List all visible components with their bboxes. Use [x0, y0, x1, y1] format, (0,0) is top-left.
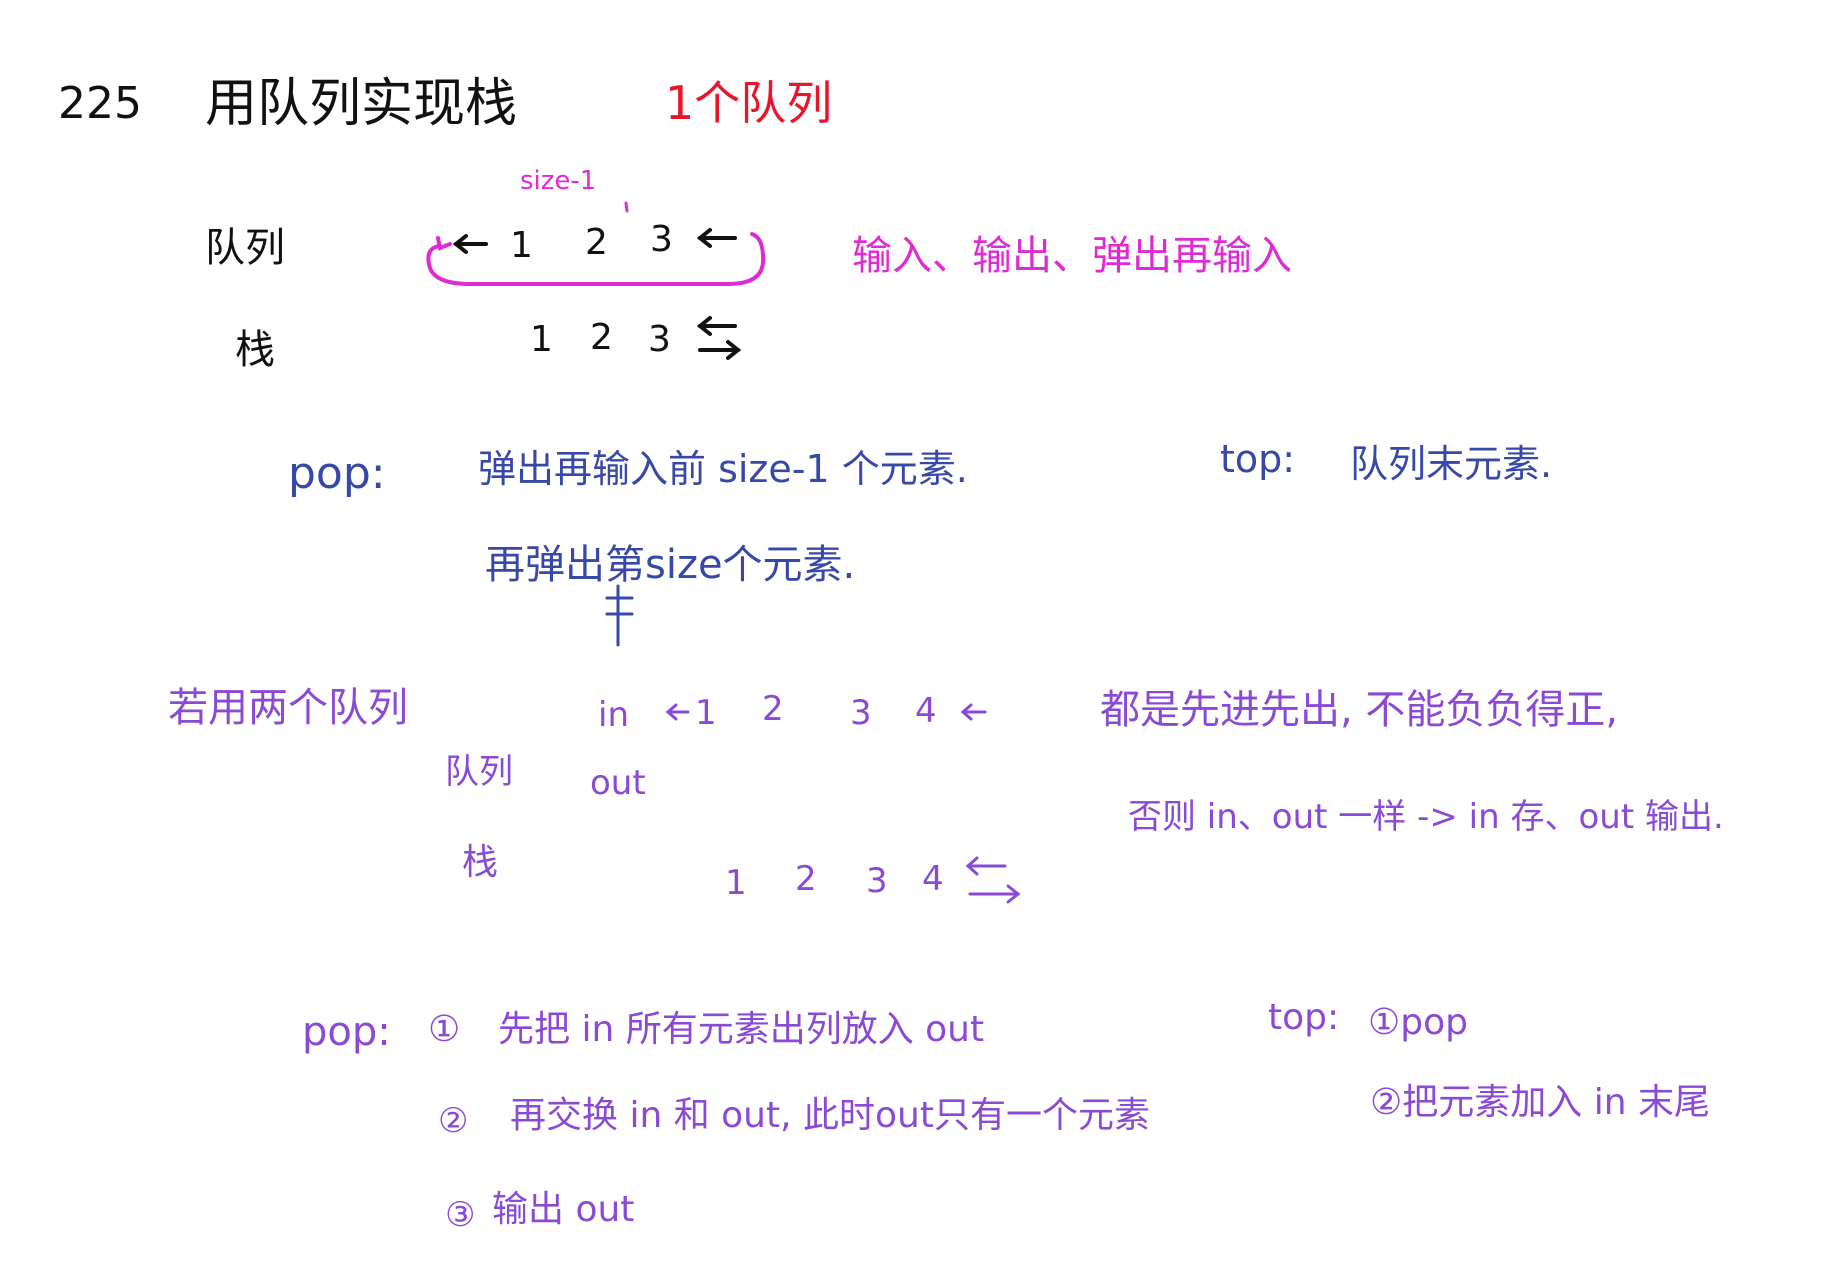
top-text: 队列末元素.	[1350, 442, 1553, 486]
queue-label: 队列	[205, 225, 285, 271]
queue-value: 2	[585, 222, 608, 263]
step-text: 先把 in 所有元素出列放入 out	[498, 1009, 985, 1050]
out-label: out	[590, 763, 646, 803]
step-number: ②	[438, 1101, 469, 1141]
two-note-line-2: 否则 in、out 一样 -> in 存、out 输出.	[1128, 797, 1724, 837]
cycle-bracket-arrowhead	[436, 236, 452, 251]
two-top-line-1: ①pop	[1368, 1002, 1469, 1043]
stack-value: 2	[590, 317, 613, 358]
two-top-label: top:	[1268, 997, 1340, 1038]
stack-label: 栈	[235, 327, 275, 373]
queue-value: 3	[650, 219, 673, 260]
stack-value: 1	[530, 319, 553, 360]
in-value: 1	[695, 693, 717, 733]
queue-value: 1	[510, 225, 533, 266]
queue-out-arrow	[452, 234, 488, 254]
stack-value: 3	[866, 861, 888, 901]
size-tick-mark	[624, 201, 629, 213]
two-top-line-2: ②把元素加入 in 末尾	[1370, 1082, 1710, 1123]
two-queue-intro: 若用两个队列	[168, 685, 408, 731]
stack-push-pop-arrow	[696, 316, 742, 360]
cycle-bracket	[426, 232, 766, 286]
pop-line-1: 弹出再输入前 size-1 个元素.	[478, 447, 968, 491]
stack-value: 3	[648, 319, 671, 360]
size-note: size-1	[520, 166, 597, 196]
in-out-arrow	[665, 703, 690, 721]
page-title: 用队列实现栈	[205, 74, 518, 134]
insertion-mark	[605, 584, 634, 647]
in-value: 2	[762, 689, 784, 729]
cycle-note: 输入、输出、弹出再输入	[852, 233, 1292, 279]
problem-number: 225	[58, 78, 142, 129]
two-stack-push-pop-arrow	[965, 856, 1021, 904]
page-subtitle: 1个队列	[665, 76, 833, 130]
in-in-arrow	[960, 703, 987, 721]
two-queue-label: 队列	[445, 752, 513, 792]
pop-label: pop:	[288, 448, 386, 499]
queue-in-arrow	[696, 228, 737, 248]
top-label: top:	[1220, 437, 1296, 481]
stack-value: 1	[725, 863, 747, 903]
two-pop-label: pop:	[302, 1009, 391, 1055]
stack-value: 4	[922, 859, 944, 899]
in-value: 3	[850, 693, 872, 733]
step-number: ③	[445, 1195, 476, 1235]
two-stack-label: 栈	[462, 842, 499, 883]
pop-line-2: 再弹出第size个元素.	[485, 542, 856, 588]
stack-value: 2	[795, 859, 817, 899]
in-value: 4	[915, 691, 937, 731]
step-text: 输出 out	[492, 1189, 635, 1230]
in-label: in	[598, 695, 629, 735]
step-text: 再交换 in 和 out, 此时out只有一个元素	[510, 1095, 1150, 1136]
step-number: ①	[428, 1009, 461, 1050]
two-note-line-1: 都是先进先出, 不能负负得正,	[1100, 687, 1619, 733]
